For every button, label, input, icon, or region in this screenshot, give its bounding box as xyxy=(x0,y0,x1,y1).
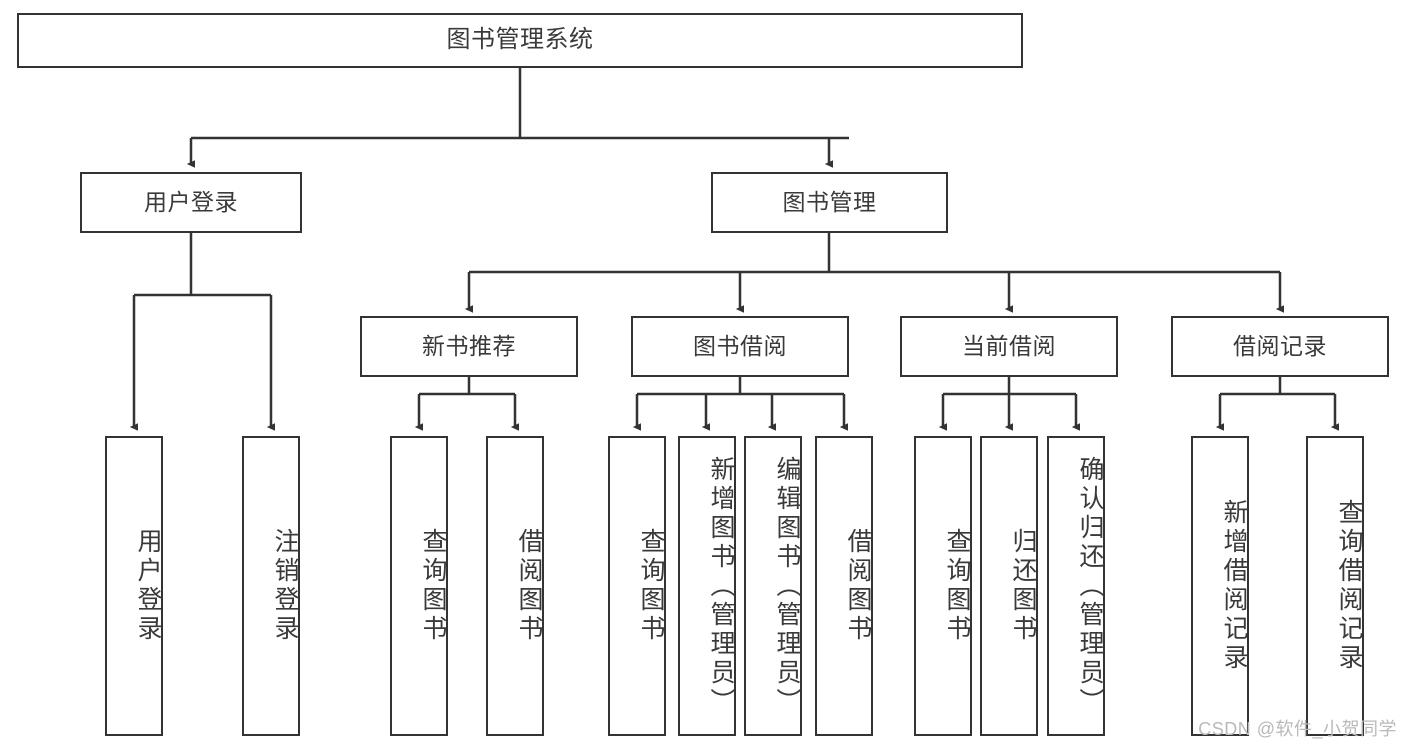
node-leaf-borrow-edit-book-admin[interactable]: 编辑图书（管理员） xyxy=(744,436,802,736)
node-leaf-label: 查询图书 xyxy=(943,528,971,644)
node-user-login-label: 用户登录 xyxy=(144,188,238,215)
node-leaf-label: 借阅图书 xyxy=(844,528,872,644)
node-root-book-management-system[interactable]: 图书管理系统 xyxy=(17,13,1023,68)
node-new-book-recommend[interactable]: 新书推荐 xyxy=(360,316,578,377)
node-leaf-current-return-book[interactable]: 归还图书 xyxy=(980,436,1038,736)
node-leaf-borrow-add-book-admin[interactable]: 新增图书（管理员） xyxy=(678,436,736,736)
node-book-borrow-label: 图书借阅 xyxy=(693,332,787,359)
node-leaf-current-confirm-return-admin[interactable]: 确认归还（管理员） xyxy=(1047,436,1105,736)
node-new-book-recommend-label: 新书推荐 xyxy=(422,332,516,359)
node-leaf-user-login-login[interactable]: 用户登录 xyxy=(105,436,163,736)
node-leaf-new-book-borrow[interactable]: 借阅图书 xyxy=(486,436,544,736)
node-leaf-label: 查询图书 xyxy=(637,528,665,644)
node-leaf-borrow-query-book[interactable]: 查询图书 xyxy=(608,436,666,736)
node-leaf-record-query[interactable]: 查询借阅记录 xyxy=(1306,436,1364,736)
node-leaf-label: 归还图书 xyxy=(1009,528,1037,644)
node-leaf-new-book-query[interactable]: 查询图书 xyxy=(390,436,448,736)
node-borrow-record-label: 借阅记录 xyxy=(1233,332,1327,359)
node-leaf-user-login-logout[interactable]: 注销登录 xyxy=(242,436,300,736)
node-leaf-label: 用户登录 xyxy=(134,528,162,644)
node-leaf-label: 借阅图书 xyxy=(515,528,543,644)
node-current-borrow[interactable]: 当前借阅 xyxy=(900,316,1118,377)
node-leaf-record-add[interactable]: 新增借阅记录 xyxy=(1191,436,1249,736)
node-leaf-label: 查询借阅记录 xyxy=(1335,499,1363,673)
node-leaf-label: 查询图书 xyxy=(419,528,447,644)
node-book-management[interactable]: 图书管理 xyxy=(711,172,948,233)
node-leaf-label: 注销登录 xyxy=(271,528,299,644)
node-leaf-borrow-borrow-book[interactable]: 借阅图书 xyxy=(815,436,873,736)
node-leaf-label: 新增图书（管理员） xyxy=(707,455,735,717)
node-leaf-label: 确认归还（管理员） xyxy=(1076,455,1104,717)
node-leaf-label: 新增借阅记录 xyxy=(1220,499,1248,673)
node-current-borrow-label: 当前借阅 xyxy=(962,332,1056,359)
node-user-login[interactable]: 用户登录 xyxy=(80,172,302,233)
node-root-label: 图书管理系统 xyxy=(446,26,594,54)
node-book-borrow[interactable]: 图书借阅 xyxy=(631,316,849,377)
node-book-management-label: 图书管理 xyxy=(782,188,877,215)
node-leaf-current-query-book[interactable]: 查询图书 xyxy=(914,436,972,736)
node-borrow-record[interactable]: 借阅记录 xyxy=(1171,316,1389,377)
csdn-watermark: CSDN @软件_小贺同学 xyxy=(1198,719,1397,739)
node-leaf-label: 编辑图书（管理员） xyxy=(773,455,801,717)
